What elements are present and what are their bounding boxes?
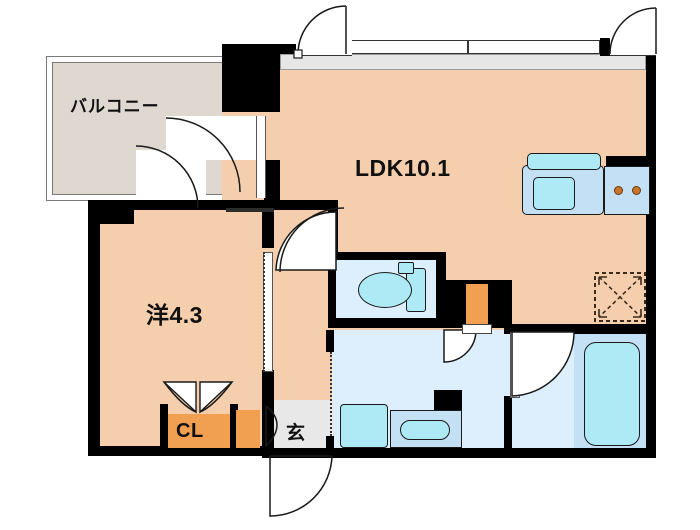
- closet-wall-right: [230, 404, 238, 448]
- wall-bottom-right: [332, 448, 656, 458]
- wall-washitsu-top-b: [134, 200, 274, 210]
- wall-washroom-left-jamb2: [326, 436, 334, 458]
- wash-basin-bowl: [400, 420, 450, 440]
- kitchen-sink-basin: [533, 177, 575, 210]
- bathtub: [584, 342, 640, 446]
- wall-hallway-top: [274, 200, 338, 210]
- toilet-door-leaf: [462, 324, 492, 334]
- kitchen-stove: [604, 166, 650, 215]
- washitsu-sliding-track: [263, 252, 265, 372]
- wall-bottom-left: [88, 446, 274, 456]
- kitchen-drainboard: [527, 153, 601, 170]
- wall-left: [88, 200, 100, 456]
- toilet-door-panel: [466, 284, 488, 324]
- balcony-threshold: [256, 116, 266, 198]
- washitsu-label: 洋4.3: [146, 302, 203, 328]
- wall-toilet-bottom: [328, 318, 446, 328]
- wall-marker-washitsu-top: [226, 208, 274, 212]
- washing-machine: [340, 404, 388, 448]
- closet-folding-doors-icon: [162, 380, 234, 416]
- entry-door-arc: [266, 454, 346, 530]
- genkan-step-door-icon: [262, 404, 296, 450]
- window-mullion: [600, 38, 610, 56]
- stove-burner-right: [632, 186, 641, 195]
- ldk-entry-door-arc: [278, 206, 350, 278]
- wall-washitsu-top-a: [88, 200, 134, 224]
- balcony-door-arc-lower: [130, 140, 260, 220]
- wall-washroom-left-jamb: [326, 330, 334, 352]
- wall-toilet-left: [328, 252, 336, 328]
- wall-right: [646, 44, 656, 458]
- balcony-door-arc-upper: [150, 112, 270, 212]
- top-door-opening-right: [610, 38, 656, 56]
- washroom-door-arc: [442, 328, 484, 368]
- crossed-dashed-square-icon: [594, 272, 646, 322]
- toilet-tank-lid: [398, 262, 414, 274]
- closet-body: [168, 414, 230, 448]
- hallway-floor: [262, 252, 338, 428]
- wall-bath-divider-lower: [504, 396, 512, 454]
- wall-bottom-genkan: [262, 448, 338, 458]
- closet-body-narrow: [236, 410, 260, 448]
- ldk-window-sill: [280, 54, 646, 70]
- kitchen-back-wall: [606, 156, 656, 166]
- wall-toilet-top: [328, 252, 444, 260]
- top-door-opening-left: [296, 38, 352, 56]
- bathroom-door-arc: [508, 330, 580, 402]
- toilet-bowl: [358, 272, 412, 308]
- wall-washitsu-right: [262, 200, 274, 248]
- top-left-door-arc: [292, 0, 362, 60]
- genkan-label: 玄: [286, 423, 306, 444]
- top-right-door-arc: [602, 0, 672, 60]
- closet-wall-left: [160, 404, 168, 448]
- ldk-label: LDK10.1: [355, 155, 451, 181]
- stove-burner-left: [614, 186, 623, 195]
- balcony-door-leaf-lower: [136, 150, 206, 198]
- wall-pillar-upper-left: [222, 44, 280, 112]
- genkan-tile: [270, 400, 334, 456]
- wall-ldk-bottom: [504, 324, 656, 334]
- ldk-hallway-door-arc: [274, 210, 338, 276]
- balcony-label: バルコニー: [70, 97, 160, 116]
- wall-toilet-right: [436, 252, 446, 328]
- wall-nub-balcony-jamb: [264, 160, 280, 210]
- closet-label: CL: [176, 420, 204, 442]
- ldk-window-glazing-right: [468, 40, 600, 54]
- washroom-entry-track: [330, 352, 332, 436]
